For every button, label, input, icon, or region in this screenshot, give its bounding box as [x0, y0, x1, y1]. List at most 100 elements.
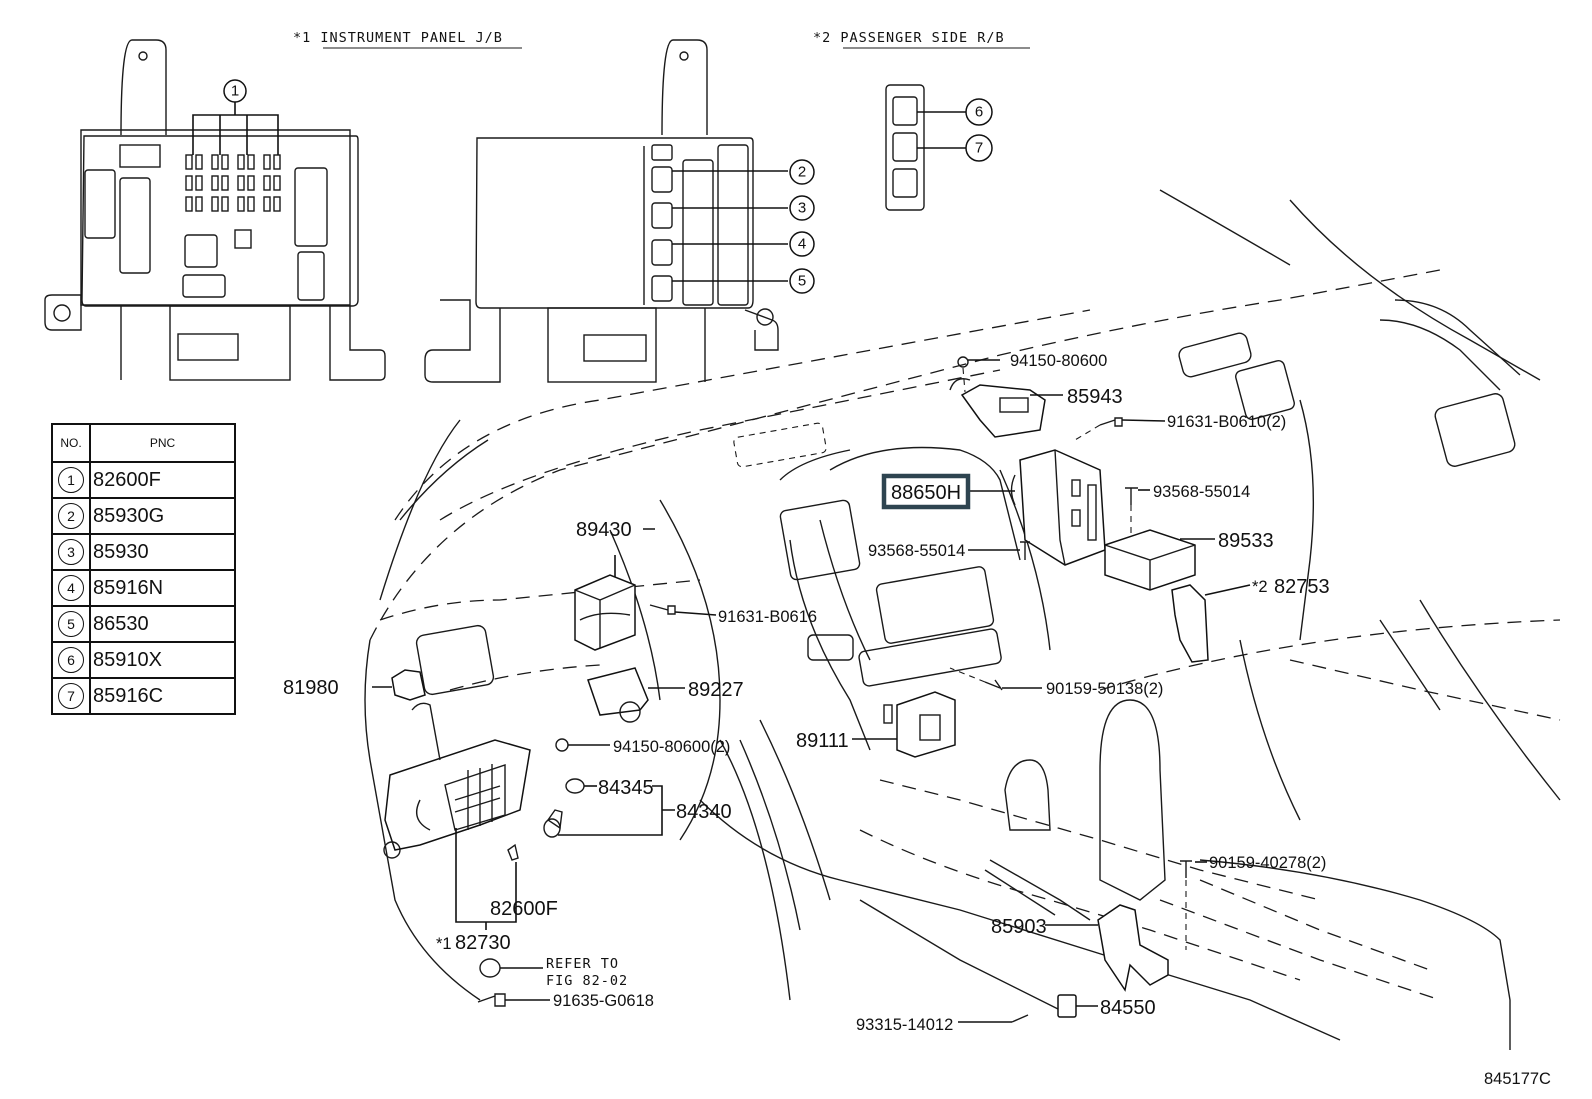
- part-91635-G0618-bolt[interactable]: [477, 993, 506, 1007]
- pnc-value[interactable]: 86530: [89, 605, 236, 643]
- svg-text:7: 7: [975, 140, 983, 157]
- svg-text:4: 4: [798, 236, 806, 253]
- label-82730-prefix: *1: [436, 935, 452, 953]
- label-84550[interactable]: 84550: [1100, 997, 1156, 1019]
- label-82730[interactable]: 82730: [455, 932, 511, 954]
- svg-text:5: 5: [798, 273, 806, 290]
- part-84340-switch[interactable]: [543, 809, 563, 838]
- label-85903[interactable]: 85903: [991, 916, 1047, 938]
- label-fig-82-02[interactable]: FIG 82-02: [546, 973, 628, 989]
- label-94150-80600[interactable]: 94150-80600: [1010, 352, 1107, 370]
- label-91635-G0618[interactable]: 91635-G0618: [553, 992, 654, 1010]
- callout-5: 5: [789, 268, 815, 294]
- label-85943[interactable]: 85943: [1067, 386, 1123, 408]
- callout-number: 3: [58, 539, 84, 565]
- label-89227[interactable]: 89227: [688, 679, 744, 701]
- pnc-value[interactable]: 85916C: [89, 677, 236, 715]
- highlight-box-88650H: [881, 473, 971, 510]
- callout-number: 7: [58, 683, 84, 709]
- svg-text:2: 2: [798, 164, 806, 181]
- relay-block-passenger-side: [885, 84, 966, 211]
- label-91631-B0610[interactable]: 91631-B0610(2): [1167, 413, 1286, 431]
- part-85943[interactable]: [949, 378, 1046, 438]
- part-93315-14012-screw[interactable]: [1011, 1014, 1029, 1023]
- label-82600F[interactable]: 82600F: [490, 898, 558, 920]
- part-94150-80600-2-nut[interactable]: [555, 738, 569, 752]
- callout-number: 4: [58, 575, 84, 601]
- part-89227[interactable]: [587, 667, 649, 723]
- label-84345[interactable]: 84345: [598, 777, 654, 799]
- label-90159-50138[interactable]: 90159-50138(2): [1046, 680, 1163, 698]
- passenger-side-rb-title: *2 PASSENGER SIDE R/B: [813, 30, 1030, 49]
- pnc-value[interactable]: 85930G: [89, 497, 236, 535]
- svg-text:*1 INSTRUMENT PANEL J/B: *1 INSTRUMENT PANEL J/B: [293, 30, 503, 46]
- label-89430[interactable]: 89430: [576, 519, 632, 541]
- svg-text:*2 PASSENGER SIDE R/B: *2 PASSENGER SIDE R/B: [813, 30, 1005, 46]
- part-refer-fig-82-02[interactable]: [479, 958, 501, 978]
- figure-id: 845177C: [1484, 1070, 1551, 1088]
- part-91631-B0616-bolt[interactable]: [649, 604, 676, 615]
- svg-text:6: 6: [975, 104, 983, 121]
- label-90159-40278[interactable]: 90159-40278(2): [1209, 854, 1326, 872]
- table-header-row: NO. PNC: [51, 423, 236, 463]
- label-94150-80600-2[interactable]: 94150-80600(2): [613, 738, 730, 756]
- callout-1: 1: [223, 79, 247, 103]
- part-89533[interactable]: [1104, 529, 1196, 591]
- part-84345[interactable]: [565, 778, 585, 794]
- callout-4: 4: [789, 231, 815, 257]
- junction-block-rear-view: [424, 39, 788, 383]
- part-84550[interactable]: [1057, 994, 1077, 1018]
- pnc-value[interactable]: 82600F: [89, 461, 236, 499]
- pnc-value[interactable]: 85916N: [89, 569, 236, 607]
- part-93568-55014-screw-b[interactable]: [1020, 541, 1030, 560]
- callout-6: 6: [965, 98, 993, 126]
- label-93315-14012[interactable]: 93315-14012: [856, 1016, 953, 1034]
- label-89111[interactable]: 89111: [796, 730, 849, 752]
- label-84340[interactable]: 84340: [676, 801, 732, 823]
- label-82753-prefix: *2: [1252, 578, 1268, 596]
- svg-text:1: 1: [231, 83, 239, 100]
- instrument-panel-jb-title: *1 INSTRUMENT PANEL J/B: [293, 30, 522, 49]
- callout-number: 1: [58, 467, 84, 493]
- part-90159-40278-bolt[interactable]: [1180, 860, 1192, 950]
- part-91631-B0610-bolt[interactable]: [1074, 417, 1123, 441]
- label-93568-55014-b[interactable]: 93568-55014: [868, 542, 965, 560]
- pnc-value[interactable]: 85930: [89, 533, 236, 571]
- label-88650H[interactable]: 88650H: [891, 482, 961, 504]
- part-81980[interactable]: [391, 669, 426, 701]
- part-82600F-fuse[interactable]: [507, 843, 519, 861]
- part-89430[interactable]: [574, 574, 636, 651]
- dashboard-outline: [364, 189, 1561, 1050]
- callout-number: 6: [58, 647, 84, 673]
- junction-block-front-view: [44, 39, 386, 381]
- label-89533[interactable]: 89533: [1218, 530, 1274, 552]
- part-82753-relay[interactable]: [1171, 584, 1209, 663]
- pnc-value[interactable]: 85910X: [89, 641, 236, 679]
- label-93568-55014-a[interactable]: 93568-55014: [1153, 483, 1250, 501]
- label-82753[interactable]: 82753: [1274, 576, 1330, 598]
- label-91631-B0616[interactable]: 91631-B0616: [718, 608, 817, 626]
- label-81980[interactable]: 81980: [283, 677, 339, 699]
- part-94150-80600-nut[interactable]: [957, 356, 969, 393]
- part-85903[interactable]: [1097, 904, 1169, 992]
- part-89111[interactable]: [883, 691, 956, 758]
- column-header-no: NO.: [51, 423, 91, 463]
- label-refer-to: REFER TO: [546, 956, 619, 972]
- part-82730-junction-block[interactable]: [383, 702, 531, 859]
- part-90159-50138-screw[interactable]: [949, 667, 1003, 691]
- fuse-grid: [185, 154, 281, 212]
- callout-3: 3: [789, 195, 815, 221]
- svg-text:3: 3: [798, 200, 806, 217]
- callout-2: 2: [789, 159, 815, 185]
- part-93568-55014-screw-a[interactable]: [1125, 487, 1138, 540]
- column-header-pnc: PNC: [89, 423, 236, 463]
